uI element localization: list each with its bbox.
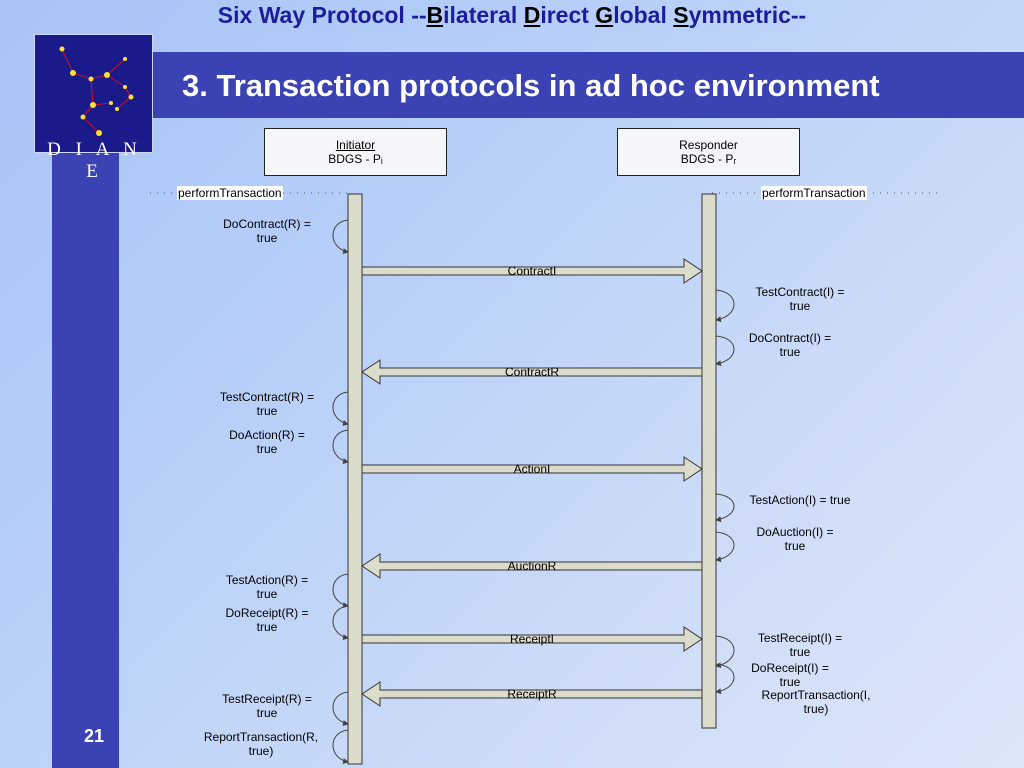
right-annotation: TestAction(I) = true (749, 493, 851, 507)
perform-transaction-left: performTransaction (177, 186, 283, 200)
diane-logo: D I A N E (34, 34, 153, 182)
right-annotation: ReportTransaction(I, true) (761, 688, 871, 716)
right-annotation: DoAuction(I) = true (756, 525, 834, 553)
constellation-icon (59, 46, 134, 136)
responder-lifeline (701, 193, 717, 729)
message-arrow-contractr (361, 359, 703, 385)
initiator-box: Initiator BDGS - Pᵢ (264, 128, 447, 176)
initiator-title: Initiator (335, 138, 376, 152)
message-label: AuctionR (507, 559, 557, 573)
right-self-loops (715, 289, 735, 695)
left-annotation: DoContract(R) = true (223, 217, 311, 245)
slide-title: 3. Transaction protocols in ad hoc envir… (182, 68, 880, 103)
title-banner (152, 52, 1024, 118)
initiator-lifeline (347, 193, 363, 765)
header-title: Six Way Protocol --Bilateral Direct Glob… (217, 2, 807, 28)
message-arrow-receiptr (361, 681, 703, 707)
responder-title: Responder (679, 138, 738, 152)
responder-box: Responder BDGS - Pᵣ (617, 128, 800, 176)
logo-text: D I A N E (47, 139, 142, 182)
responder-subtitle: BDGS - Pᵣ (680, 152, 737, 166)
sidebar-band (52, 118, 119, 768)
message-arrow-actioni (361, 456, 703, 482)
left-annotation: TestReceipt(R) = true (222, 692, 312, 720)
message-arrow-auctionr (361, 553, 703, 579)
message-label: ReceiptI (509, 632, 555, 646)
message-label: ReceiptR (507, 687, 557, 701)
message-arrow-contracti (361, 258, 703, 284)
left-annotation: ReportTransaction(R, true) (203, 730, 319, 758)
right-annotation: TestContract(I) = true (755, 285, 845, 313)
perform-transaction-right: performTransaction (761, 186, 867, 200)
page-number: 21 (83, 726, 105, 746)
right-annotation: DoReceipt(I) = true (751, 661, 829, 689)
right-annotation: TestReceipt(I) = true (757, 631, 843, 659)
left-annotation: DoReceipt(R) = true (225, 606, 309, 634)
left-self-loops (332, 219, 349, 764)
message-label: ActionI (513, 462, 551, 476)
initiator-subtitle: BDGS - Pᵢ (328, 152, 383, 166)
left-annotation: TestAction(R) = true (225, 573, 309, 601)
message-label: ContractR (504, 365, 560, 379)
left-annotation: TestContract(R) = true (219, 390, 315, 418)
message-label: ContractI (507, 264, 557, 278)
message-arrow-receipti (361, 626, 703, 652)
right-annotation: DoContract(I) = true (748, 331, 832, 359)
left-annotation: DoAction(R) = true (229, 428, 305, 456)
